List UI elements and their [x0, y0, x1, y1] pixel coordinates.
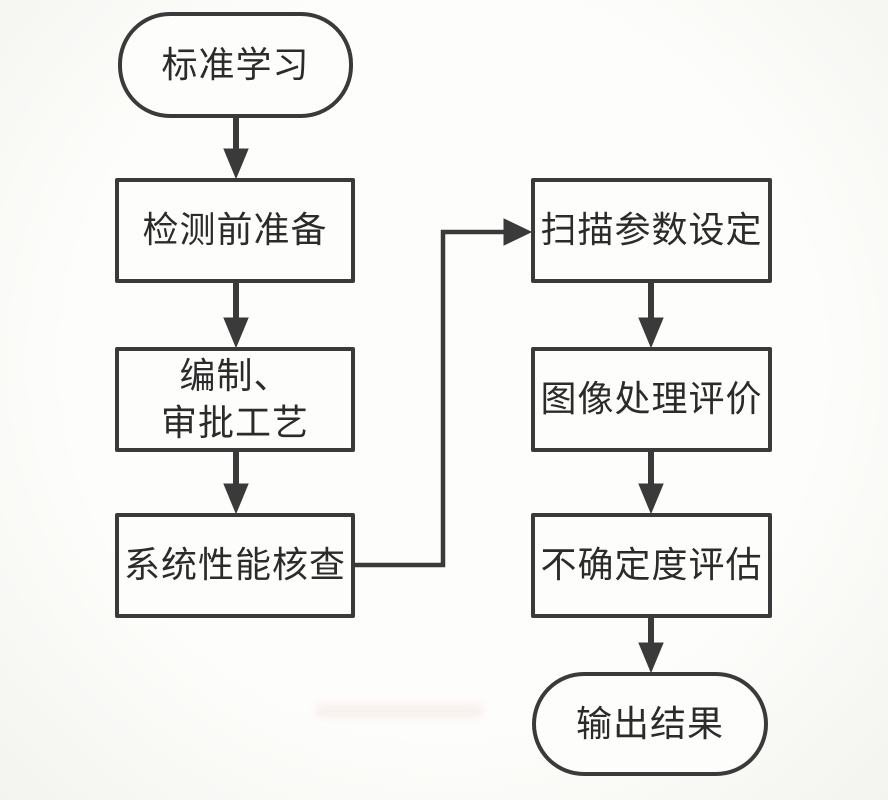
arrow-standard-to-prep — [223, 116, 249, 180]
faint-watermark-smudge — [315, 704, 483, 718]
node-image-processing-evaluation-label: 图像处理评价 — [540, 379, 763, 419]
node-pre-test-preparation: 检测前准备 — [115, 178, 355, 283]
arrow-uncertainty-to-output — [638, 616, 664, 674]
connector-syscheck-to-scanparams — [353, 218, 533, 568]
node-uncertainty-evaluation: 不确定度评估 — [531, 513, 772, 618]
node-compile-approve-procedure: 编制、 审批工艺 — [115, 347, 355, 452]
node-uncertainty-evaluation-label: 不确定度评估 — [540, 545, 763, 585]
arrow-imageeval-to-uncertainty — [638, 450, 664, 515]
node-image-processing-evaluation: 图像处理评价 — [531, 347, 772, 452]
arrow-compile-to-syscheck — [223, 450, 249, 515]
node-scan-parameter-setting-label: 扫描参数设定 — [540, 210, 763, 250]
node-output-result: 输出结果 — [532, 672, 768, 776]
arrow-scanparams-to-imageeval — [638, 281, 664, 349]
arrow-prep-to-compile — [223, 281, 249, 349]
node-pre-test-preparation-label: 检测前准备 — [142, 210, 328, 250]
node-standard-learning: 标准学习 — [118, 12, 353, 118]
node-system-performance-check-label: 系统性能核查 — [123, 545, 346, 585]
node-scan-parameter-setting: 扫描参数设定 — [531, 178, 772, 283]
node-standard-learning-label: 标准学习 — [161, 44, 310, 85]
node-compile-approve-procedure-label: 编制、 审批工艺 — [160, 355, 309, 443]
node-output-result-label: 输出结果 — [575, 703, 724, 744]
node-system-performance-check: 系统性能核查 — [115, 513, 355, 618]
